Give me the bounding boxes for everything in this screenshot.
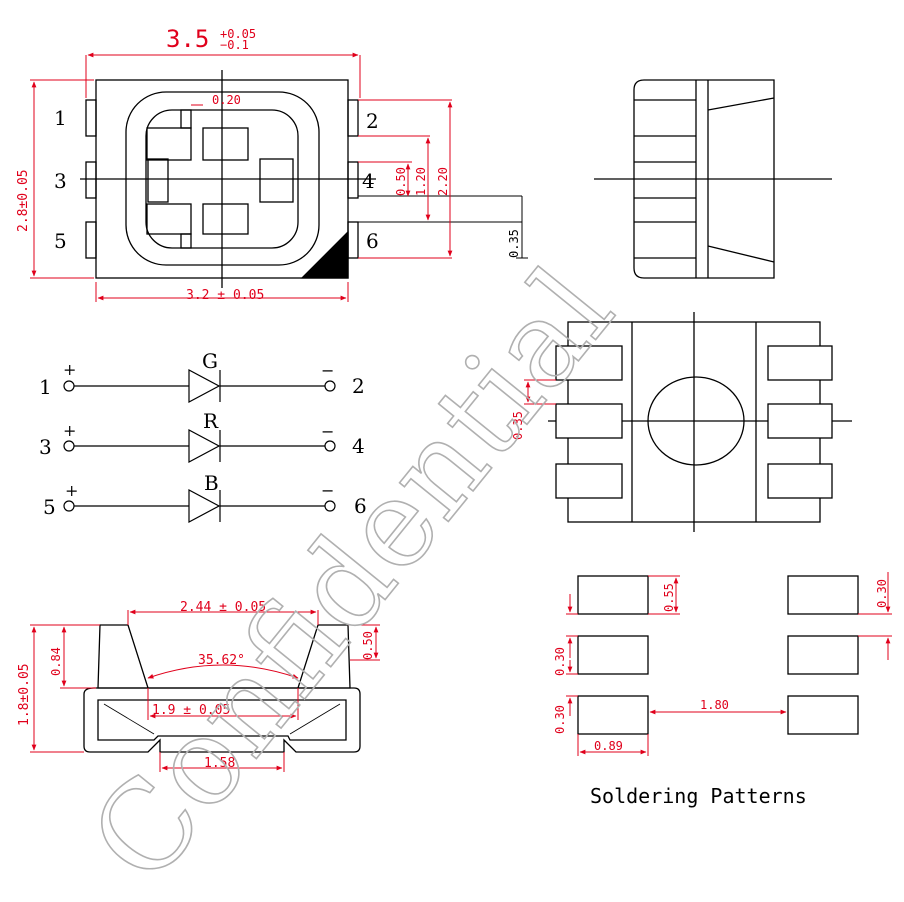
gap-2-label: 0.30 bbox=[553, 705, 567, 734]
dim-0-35-bottom: 0.35 bbox=[511, 411, 525, 440]
side-dim-0-50: 0.50 bbox=[361, 631, 375, 660]
top-height: 2.8±0.05 bbox=[16, 169, 31, 232]
side-height: 1.8±0.05 bbox=[17, 663, 32, 726]
circuit-plus-1: + bbox=[63, 360, 76, 379]
top-width-tol-minus: −0.1 bbox=[220, 38, 249, 52]
circuit-plus-5: + bbox=[65, 481, 78, 500]
circuit-diagram bbox=[63, 369, 336, 523]
dim-2-20: 2.20 bbox=[436, 167, 450, 196]
circuit-pin-1: 1 bbox=[39, 375, 52, 399]
gap-1-label: 0.30 bbox=[553, 647, 567, 676]
side-inner-width: 1.9 ± 0.05 bbox=[152, 703, 230, 718]
pad-height-label: 0.55 bbox=[662, 583, 676, 612]
pad-spacing-label: 1.80 bbox=[700, 698, 729, 712]
pin-label-6: 6 bbox=[366, 229, 379, 253]
top-view bbox=[80, 70, 376, 288]
circuit-label-b: B bbox=[204, 471, 219, 495]
top-width-main: 3.5 bbox=[166, 25, 209, 53]
circuit-pin-3: 3 bbox=[39, 435, 52, 459]
circuit-pin-2: 2 bbox=[352, 374, 365, 398]
dim-0-50: 0.50 bbox=[394, 167, 408, 196]
top-width-tol-plus: +0.05 bbox=[220, 27, 256, 41]
pin-label-4: 4 bbox=[362, 169, 375, 193]
pin-label-5: 5 bbox=[54, 229, 67, 253]
top-body-width: 3.2 ± 0.05 bbox=[186, 288, 264, 303]
confidential-watermark: Confidential bbox=[65, 243, 641, 902]
dim-0-35-top: 0.35 bbox=[507, 229, 521, 258]
pin-label-1: 1 bbox=[54, 106, 67, 130]
circuit-minus-2: − bbox=[321, 361, 334, 380]
circuit-label-g: G bbox=[202, 349, 218, 373]
pad-width-label: 0.89 bbox=[594, 739, 623, 753]
circuit-pin-4: 4 bbox=[352, 434, 365, 458]
circuit-label-r: R bbox=[203, 409, 219, 433]
soldering-title: Soldering Patterns bbox=[590, 784, 807, 808]
dim-0-20: 0.20 bbox=[212, 93, 241, 107]
side-bottom-width: 1.58 bbox=[204, 756, 235, 771]
side-view-right bbox=[594, 79, 832, 279]
circuit-plus-3: + bbox=[63, 421, 76, 440]
dim-1-20: 1.20 bbox=[414, 167, 428, 196]
bottom-view bbox=[548, 312, 852, 532]
circuit-pin-5: 5 bbox=[43, 495, 56, 519]
pin-label-3: 3 bbox=[54, 169, 67, 193]
pin-label-2: 2 bbox=[366, 109, 379, 133]
circuit-pin-6: 6 bbox=[354, 494, 367, 518]
side-dim-0-84: 0.84 bbox=[49, 647, 63, 676]
side-angle: 35.62° bbox=[198, 653, 245, 668]
circuit-minus-6: − bbox=[321, 481, 334, 500]
right-pad-gap-label: 0.30 bbox=[875, 579, 889, 608]
circuit-minus-4: − bbox=[321, 422, 334, 441]
soldering-pads bbox=[577, 575, 859, 735]
side-top-width: 2.44 ± 0.05 bbox=[180, 600, 266, 615]
